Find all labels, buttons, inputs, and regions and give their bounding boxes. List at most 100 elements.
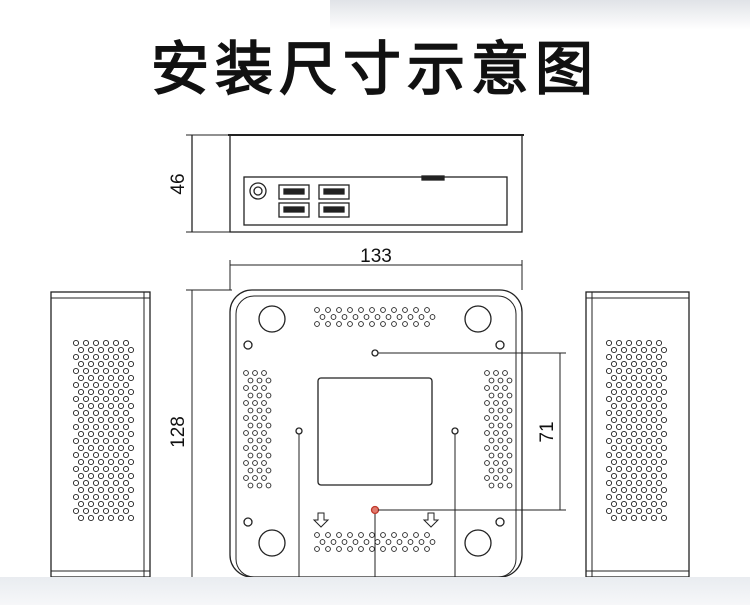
vent-hole (402, 532, 408, 538)
vent-hole (506, 482, 513, 489)
vent-hole (261, 445, 267, 451)
vent-hole (655, 339, 663, 347)
vent-hole (127, 346, 135, 354)
vent-hole (77, 458, 85, 466)
vent-hole (336, 532, 342, 538)
vent-hole (82, 423, 90, 431)
vent-hole (610, 514, 618, 522)
vent-hole (615, 409, 623, 417)
vent-hole (247, 437, 254, 444)
vent-hole (102, 465, 110, 473)
vent-hole (488, 452, 495, 459)
vent-hole (640, 402, 648, 410)
vent-hole (605, 409, 613, 417)
vent-hole (630, 360, 638, 368)
vent-hole (650, 444, 658, 452)
vent-hole (635, 395, 643, 403)
vent-hole (325, 307, 331, 313)
vent-hole (610, 416, 618, 424)
vent-hole (630, 416, 638, 424)
vent-hole (502, 415, 508, 421)
vent-hole (102, 479, 110, 487)
vent-hole (488, 422, 495, 429)
vent-hole (488, 437, 495, 444)
vent-hole (82, 493, 90, 501)
vent-hole (630, 430, 638, 438)
vent-hole (502, 445, 508, 451)
vent-hole (82, 353, 90, 361)
vent-hole (625, 507, 633, 515)
vent-hole (610, 486, 618, 494)
vent-hole (352, 539, 359, 545)
vent-hole (655, 409, 663, 417)
vent-hole (72, 507, 80, 515)
vent-hole (497, 482, 504, 489)
vent-hole (127, 458, 135, 466)
vent-hole (87, 360, 95, 368)
vent-hole (610, 346, 618, 354)
vent-hole (102, 367, 110, 375)
vent-hole (650, 472, 658, 480)
vent-hole (625, 381, 633, 389)
vent-hole (650, 416, 658, 424)
vent-hole (77, 374, 85, 382)
vent-hole (261, 415, 267, 421)
vent-hole (247, 392, 254, 399)
vent-hole (615, 479, 623, 487)
vent-hole (380, 532, 386, 538)
vent-hole (650, 500, 658, 508)
vent-hole (650, 514, 658, 522)
vent-hole (660, 416, 668, 424)
vent-hole (391, 532, 397, 538)
vent-hole (92, 451, 100, 459)
vent-hole (645, 437, 653, 445)
vent-hole (655, 395, 663, 403)
vent-hole (72, 451, 80, 459)
vent-hole (369, 546, 375, 552)
vent-hole (92, 479, 100, 487)
vent-hole (122, 367, 130, 375)
vent-hole (391, 546, 397, 552)
vent-hole (358, 307, 364, 313)
vent-hole (87, 514, 95, 522)
vent-hole (605, 423, 613, 431)
vent-hole (347, 321, 353, 327)
vent-hole (413, 321, 419, 327)
vent-hole (493, 385, 499, 391)
vent-hole (314, 546, 320, 552)
vent-hole (645, 493, 653, 501)
vent-hole (650, 458, 658, 466)
vent-hole (107, 458, 115, 466)
front-panel (243, 176, 508, 226)
vent-hole (127, 416, 135, 424)
vent-hole (122, 409, 130, 417)
vent-hole (645, 465, 653, 473)
vent-hole (314, 321, 320, 327)
vent-hole (402, 307, 408, 313)
vent-hole (380, 546, 386, 552)
width-dimension-line (229, 260, 523, 290)
vent-hole (424, 546, 430, 552)
vent-hole (620, 458, 628, 466)
vent-hole (265, 437, 272, 444)
vent-hole (502, 385, 508, 391)
vent-hole (625, 423, 633, 431)
vent-hole (645, 395, 653, 403)
vent-hole (77, 472, 85, 480)
vent-hole (256, 377, 263, 384)
depth-dimension-line (186, 289, 232, 577)
vent-hole (97, 500, 105, 508)
vent-hole (112, 479, 120, 487)
vent-hole (635, 381, 643, 389)
vent-hole (82, 395, 90, 403)
vent-hole (413, 307, 419, 313)
vent-hole (117, 388, 125, 396)
vent-hole (82, 451, 90, 459)
vent-hole (418, 314, 425, 320)
vent-hole (506, 422, 513, 429)
vent-hole (314, 307, 320, 313)
vent-hole (117, 514, 125, 522)
vent-hole (630, 500, 638, 508)
vent-hole (261, 460, 267, 466)
vent-hole (97, 388, 105, 396)
